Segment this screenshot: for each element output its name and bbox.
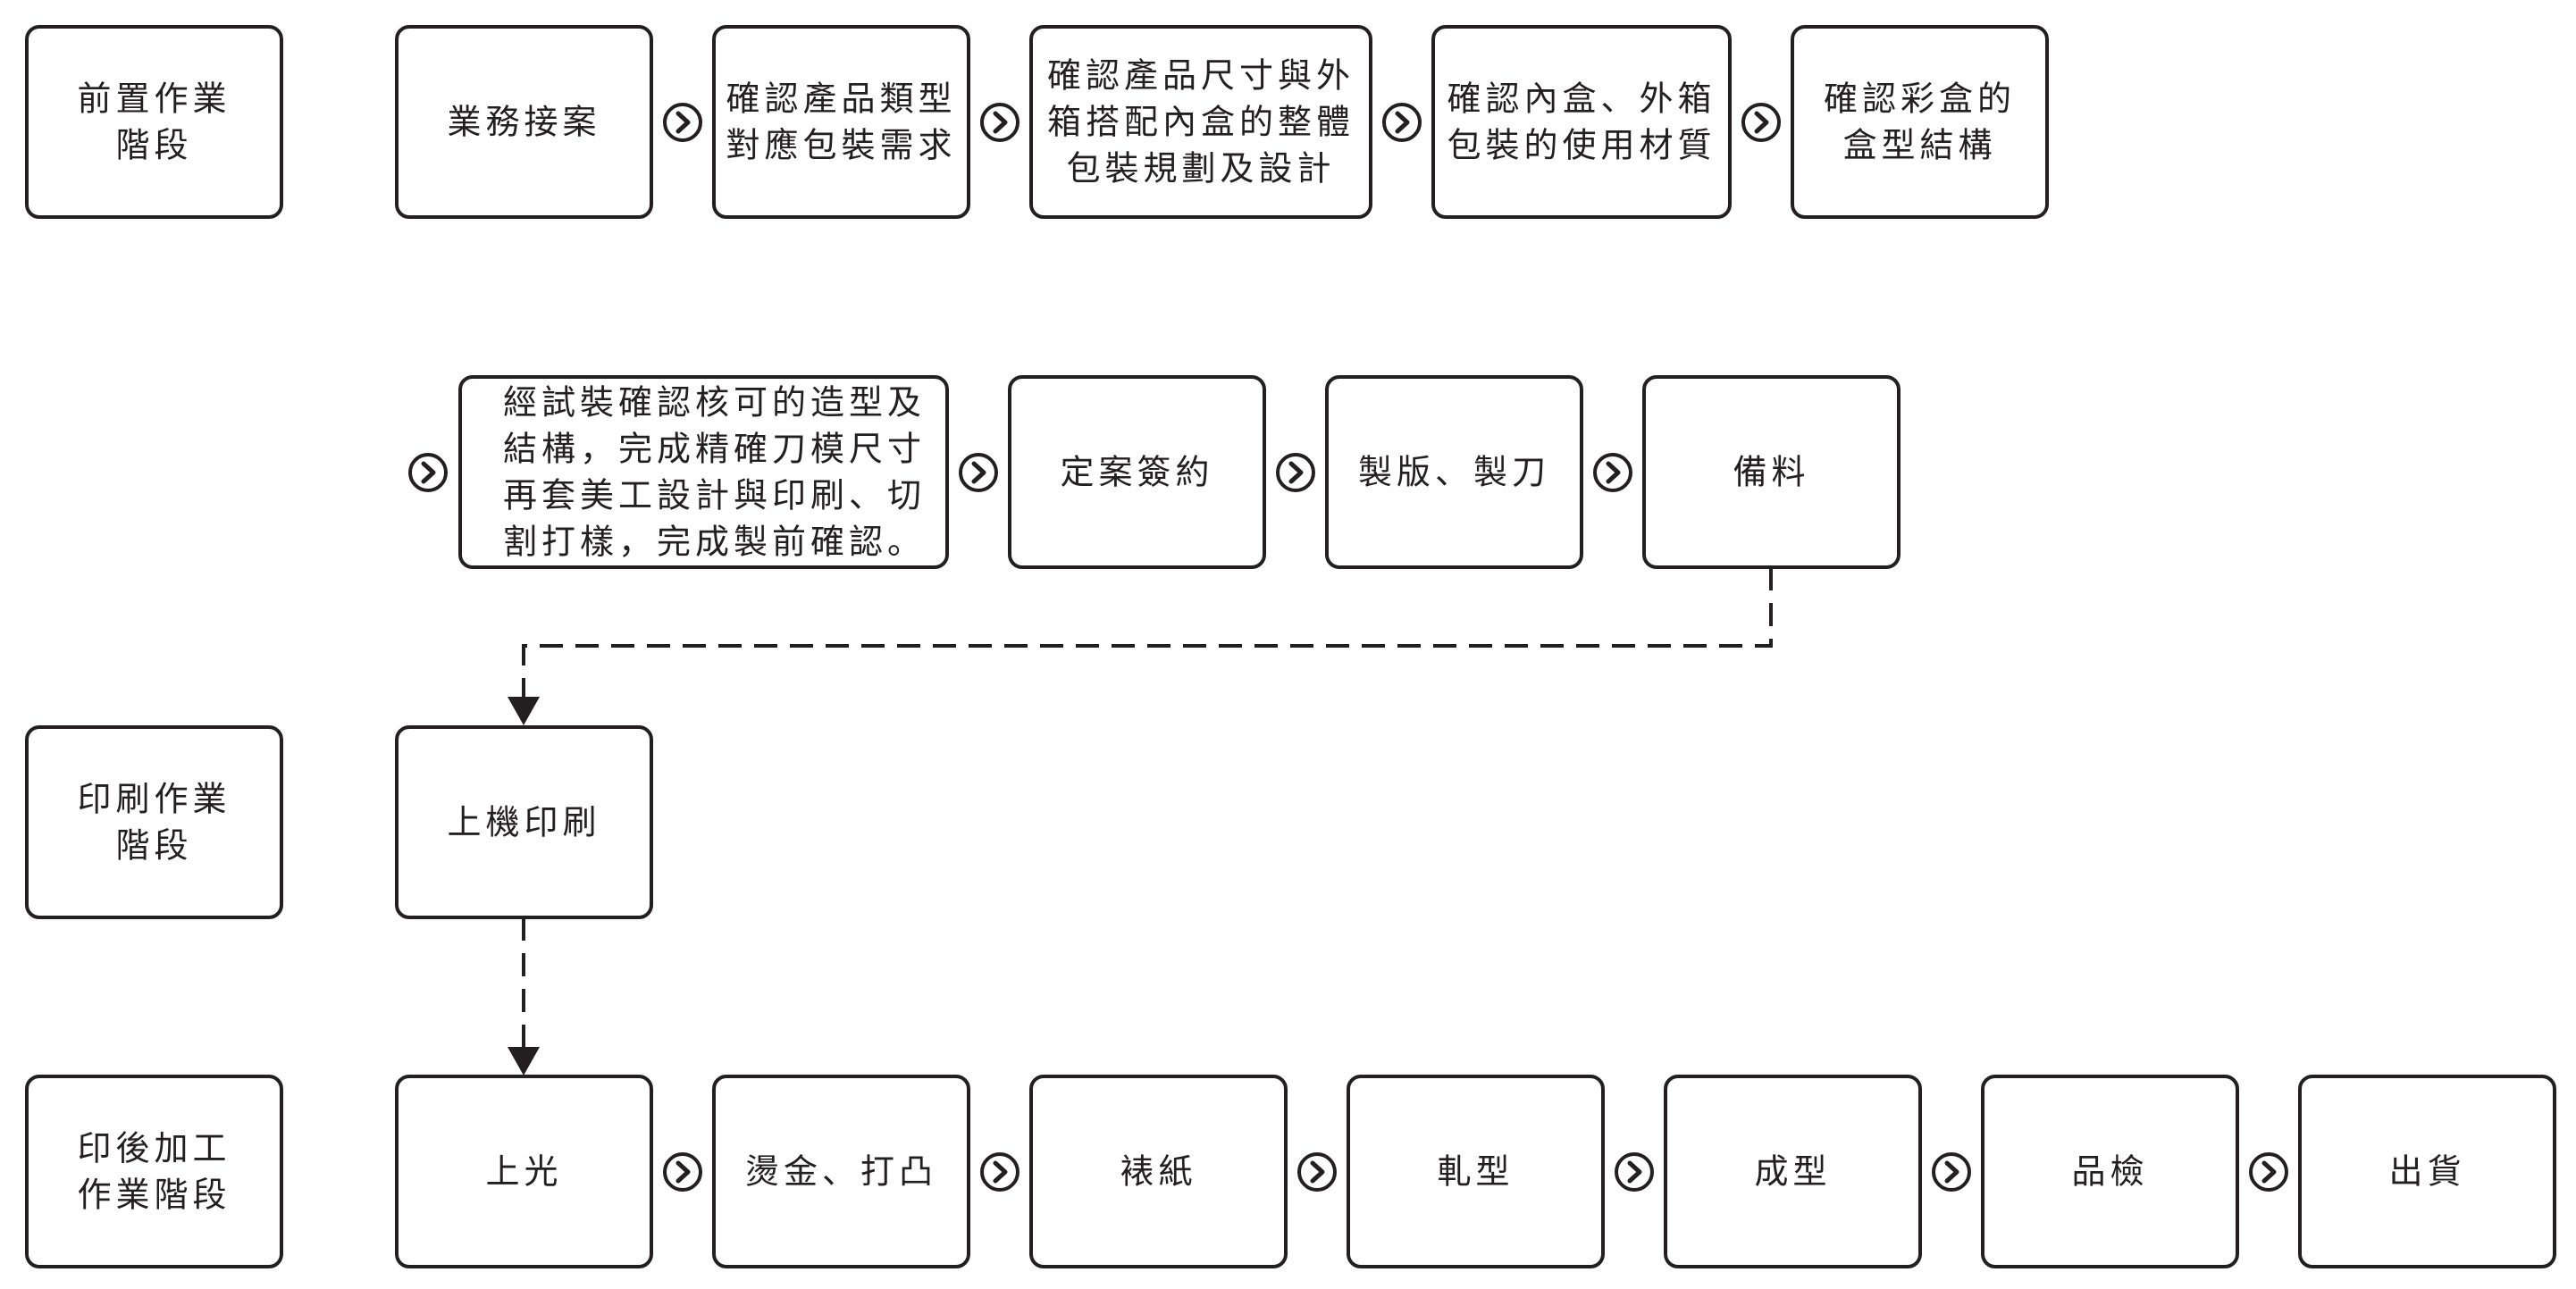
box-label-line: 經試裝確認核可的造型及 [503, 383, 926, 423]
box-label-line: 前置作業 [77, 80, 231, 119]
chevron-right-circle-icon [1593, 453, 1632, 492]
box-label-line: 階段 [115, 826, 192, 866]
box-label-line: 製版、製刀 [1358, 453, 1550, 492]
box-label-line: 包裝的使用材質 [1447, 126, 1716, 165]
step-quality-check: 品檢 [1981, 1075, 2239, 1268]
box-label-line: 確認產品類型 [726, 80, 956, 119]
box-label-line: 燙金、打凸 [745, 1152, 937, 1192]
box-label-line: 備料 [1733, 453, 1809, 492]
step-laminating: 裱紙 [1029, 1075, 1288, 1268]
chevron-right-circle-icon [980, 103, 1019, 142]
step-hot-stamping-embossing: 燙金、打凸 [712, 1075, 970, 1268]
arrowhead-down-icon [508, 697, 540, 725]
box-label-line: 作業階段 [77, 1176, 231, 1215]
box-label-line: 確認內盒、外箱 [1447, 80, 1716, 119]
box-label-line: 印刷作業 [77, 780, 231, 819]
box-label-line: 結構，完成精確刀模尺寸 [503, 430, 926, 469]
step-forming: 成型 [1664, 1075, 1922, 1268]
box-label-line: 箱搭配內盒的整體 [1047, 103, 1355, 142]
step-prepress-confirmation: 經試裝確認核可的造型及結構，完成精確刀模尺寸再套美工設計與印刷、切割打樣，完成製… [458, 375, 949, 569]
connector-prep-to-print [508, 567, 1773, 725]
box-label-line: 割打樣，完成製前確認。 [503, 523, 926, 562]
arrowhead-down-icon [508, 1047, 540, 1076]
chevron-right-circle-icon [1382, 103, 1422, 142]
box-label-line: 盒型結構 [1842, 126, 1996, 165]
step-material-prep: 備料 [1642, 375, 1901, 569]
chevron-right-circle-icon [1297, 1152, 1337, 1192]
chevron-right-circle-icon [408, 453, 448, 492]
chevron-right-circle-icon [1741, 103, 1781, 142]
connector-print-to-post [508, 917, 540, 1076]
step-business-intake: 業務接案 [395, 25, 653, 219]
chevron-right-circle-icon [1615, 1152, 1654, 1192]
step-shipping: 出貨 [2298, 1075, 2556, 1268]
chevron-right-circle-icon [1932, 1152, 1971, 1192]
step-plate-and-die: 製版、製刀 [1325, 375, 1583, 569]
step-die-cutting: 軋型 [1347, 1075, 1605, 1268]
chevron-right-circle-icon [2249, 1152, 2288, 1192]
box-label-line: 對應包裝需求 [726, 126, 956, 165]
chevron-right-circle-icon [663, 1152, 702, 1192]
box-label-line: 上機印刷 [447, 803, 600, 842]
box-label-line: 上光 [485, 1152, 562, 1192]
box-label-line: 再套美工設計與印刷、切 [503, 476, 926, 515]
box-label-line: 確認產品尺寸與外 [1047, 56, 1355, 96]
box-label-line: 印後加工 [77, 1129, 231, 1168]
box-label-line: 定案簽約 [1060, 453, 1213, 492]
box-label-line: 軋型 [1437, 1152, 1514, 1192]
box-label-line: 包裝規劃及設計 [1066, 149, 1335, 188]
chevron-right-circle-icon [980, 1152, 1019, 1192]
box-label-line: 業務接案 [447, 103, 600, 142]
step-sign-contract: 定案簽約 [1008, 375, 1266, 569]
box-label-line: 品檢 [2071, 1152, 2148, 1192]
box-label-line: 階段 [115, 126, 192, 165]
chevron-right-circle-icon [959, 453, 998, 492]
step-coating: 上光 [395, 1075, 653, 1268]
chevron-right-circle-icon [1276, 453, 1315, 492]
box-label-line: 出貨 [2388, 1152, 2465, 1192]
box-label-line: 裱紙 [1120, 1152, 1196, 1192]
box-label-line: 確認彩盒的 [1824, 80, 2016, 119]
chevron-right-circle-icon [663, 103, 702, 142]
step-press-printing: 上機印刷 [395, 725, 653, 919]
box-label-line: 成型 [1754, 1152, 1831, 1192]
